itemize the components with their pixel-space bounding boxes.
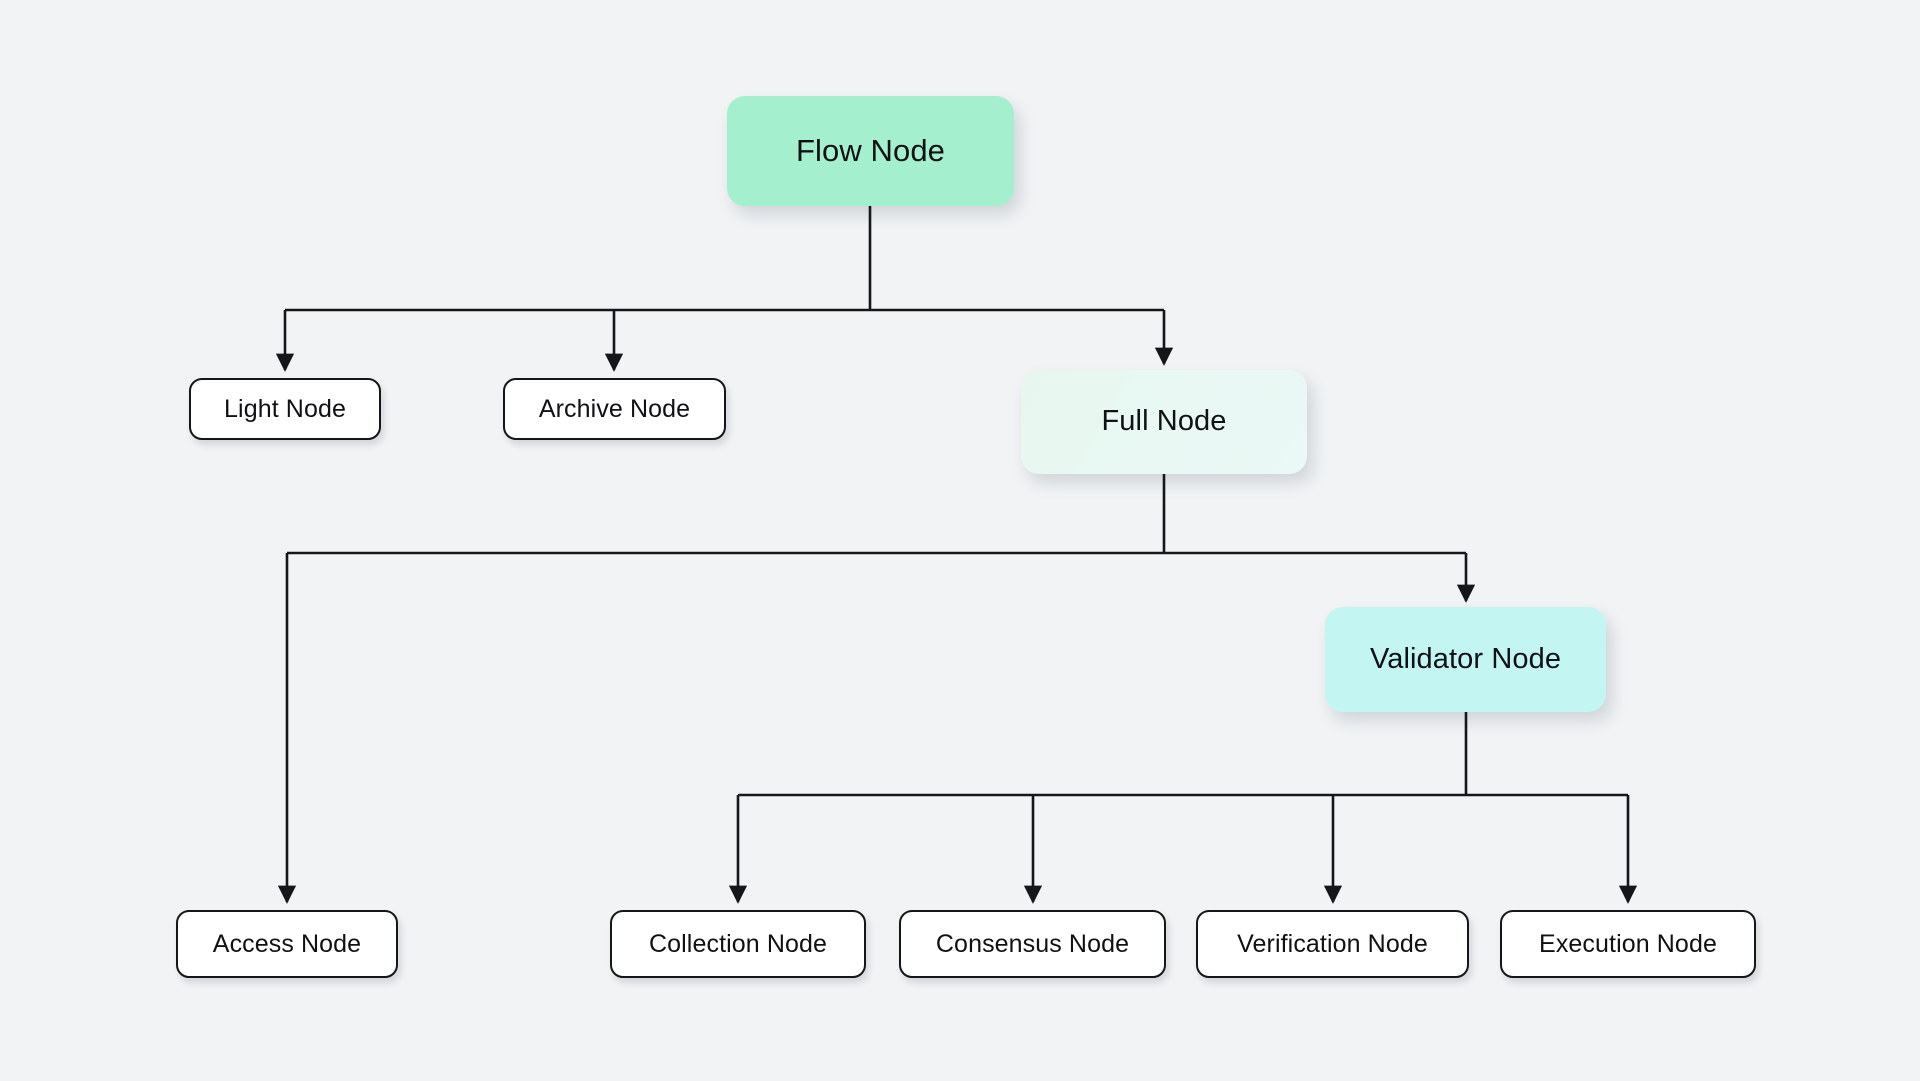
node-label: Full Node [1101,405,1227,438]
node-flow-node[interactable]: Flow Node [727,96,1014,206]
node-consensus-node[interactable]: Consensus Node [899,910,1166,978]
node-access-node[interactable]: Access Node [176,910,398,978]
node-label: Validator Node [1369,642,1562,675]
node-archive-node[interactable]: Archive Node [503,378,726,440]
node-label: Consensus Node [935,929,1130,958]
node-label: Collection Node [649,929,827,958]
node-label: Archive Node [538,394,691,423]
node-label: Flow Node [795,133,946,169]
node-execution-node[interactable]: Execution Node [1500,910,1756,978]
node-validator-node[interactable]: Validator Node [1325,607,1606,712]
node-collection-node[interactable]: Collection Node [610,910,866,978]
node-verification-node[interactable]: Verification Node [1196,910,1469,978]
node-label: Access Node [212,929,362,958]
node-light-node[interactable]: Light Node [189,378,381,440]
node-label: Verification Node [1237,929,1428,958]
node-label: Light Node [224,394,346,423]
node-full-node[interactable]: Full Node [1021,370,1307,474]
node-label: Execution Node [1539,929,1717,958]
